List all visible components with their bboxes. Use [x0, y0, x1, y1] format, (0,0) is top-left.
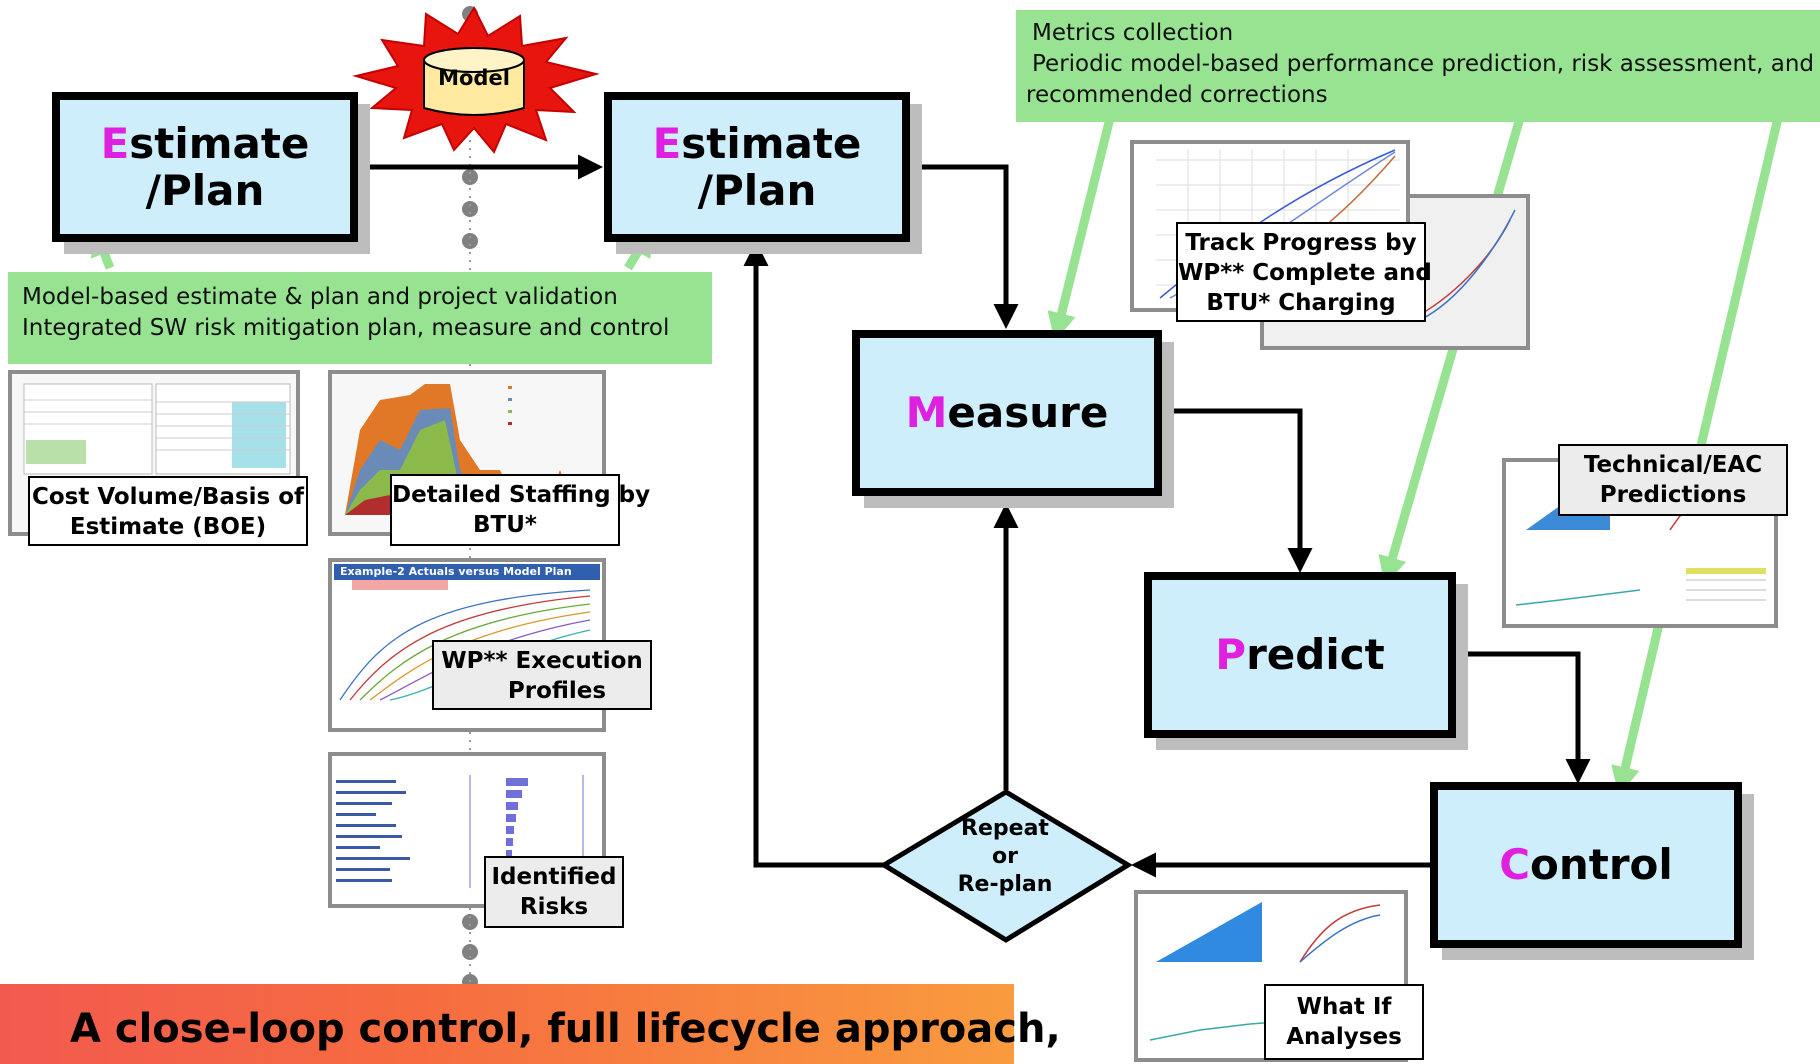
- word-rest: stimate: [681, 118, 862, 168]
- word-rest: stimate: [129, 118, 310, 168]
- staffing-label: Detailed Staffing by BTU*: [390, 474, 651, 546]
- control-box-label: Control: [1499, 841, 1673, 888]
- model-burst: [352, 5, 600, 154]
- first-letter: P: [1215, 630, 1247, 680]
- what-if-line-1: What If: [1296, 994, 1392, 1020]
- predict-box-label: Predict: [1215, 631, 1384, 678]
- technical-eac-line-1: Technical/EAC: [1583, 452, 1763, 478]
- wp-execution-label: WP** Execution Profiles: [432, 640, 652, 710]
- decision-diamond: [879, 789, 1133, 943]
- track-progress-line-2: WP** Complete and: [1178, 260, 1432, 286]
- wp-chart-title: Example-2 Actuals versus Model Plan: [340, 565, 572, 578]
- callout-left: Model-based estimate & plan and project …: [8, 272, 712, 364]
- word-rest: easure: [947, 388, 1109, 438]
- model-label: Model: [438, 66, 510, 90]
- callout-top-right-line-2: Periodic model-based performance predict…: [1032, 51, 1815, 77]
- callout-left-line-2: Integrated SW risk mitigation plan, meas…: [22, 315, 670, 341]
- risks-line-2: Risks: [519, 894, 589, 920]
- measure-box-label: Measure: [906, 389, 1109, 436]
- what-if-line-2: Analyses: [1286, 1024, 1402, 1050]
- callout-top-right-line-1: Metrics collection: [1032, 20, 1234, 46]
- track-progress-line-1: Track Progress by: [1185, 230, 1417, 256]
- control-box: Control: [1430, 782, 1742, 948]
- decision-line-2: or: [992, 844, 1018, 869]
- what-if-label: What If Analyses: [1264, 984, 1424, 1060]
- estimate-plan-box-1: Estimate /Plan: [52, 92, 358, 242]
- decision-line-3: Re-plan: [957, 872, 1053, 897]
- cost-volume-line-1: Cost Volume/Basis of: [31, 484, 305, 510]
- predict-box: Predict: [1144, 572, 1456, 738]
- decision-line-1: Repeat: [961, 816, 1049, 841]
- estimate-plan-box-2: Estimate /Plan: [604, 92, 910, 242]
- measure-box: Measure: [852, 330, 1162, 496]
- bottom-banner: A close-loop control, full lifecycle app…: [0, 984, 1061, 1064]
- cost-volume-line-2: Estimate (BOE): [69, 514, 267, 540]
- estimate-plan-box-2-line1: Estimate: [653, 120, 862, 167]
- first-letter: E: [100, 118, 130, 168]
- staffing-line-2: BTU*: [473, 512, 537, 538]
- technical-eac-line-2: Predictions: [1599, 482, 1747, 508]
- first-letter: C: [1499, 840, 1531, 890]
- word-rest: redict: [1246, 630, 1385, 680]
- staffing-line-1: Detailed Staffing by: [392, 482, 651, 508]
- first-letter: E: [652, 118, 682, 168]
- callout-top-right-line-3: recommended corrections: [1026, 82, 1328, 108]
- decision-label: Repeat or Re-plan: [930, 815, 1080, 899]
- risks-line-1: Identified: [491, 864, 617, 890]
- estimate-plan-box-2-line2: /Plan: [697, 166, 817, 215]
- technical-eac-label: Technical/EAC Predictions: [1558, 444, 1788, 516]
- cost-volume-label: Cost Volume/Basis of Estimate (BOE): [28, 476, 308, 546]
- wp-execution-line-1: WP** Execution: [441, 648, 643, 674]
- estimate-plan-box-1-line2: /Plan: [145, 166, 265, 215]
- estimate-plan-box-1-line1: Estimate: [101, 120, 310, 167]
- flow-connectors: [356, 154, 1591, 878]
- word-rest: ontrol: [1530, 840, 1673, 890]
- identified-risks-label: Identified Risks: [484, 856, 624, 928]
- first-letter: M: [905, 388, 948, 438]
- callout-left-line-1: Model-based estimate & plan and project …: [22, 284, 618, 310]
- wp-execution-line-2: Profiles: [507, 678, 607, 704]
- track-progress-line-3: BTU* Charging: [1206, 290, 1396, 316]
- callout-top-right: Metrics collection Periodic model-based …: [1016, 10, 1820, 122]
- track-progress-label: Track Progress by WP** Complete and BTU*…: [1176, 222, 1432, 322]
